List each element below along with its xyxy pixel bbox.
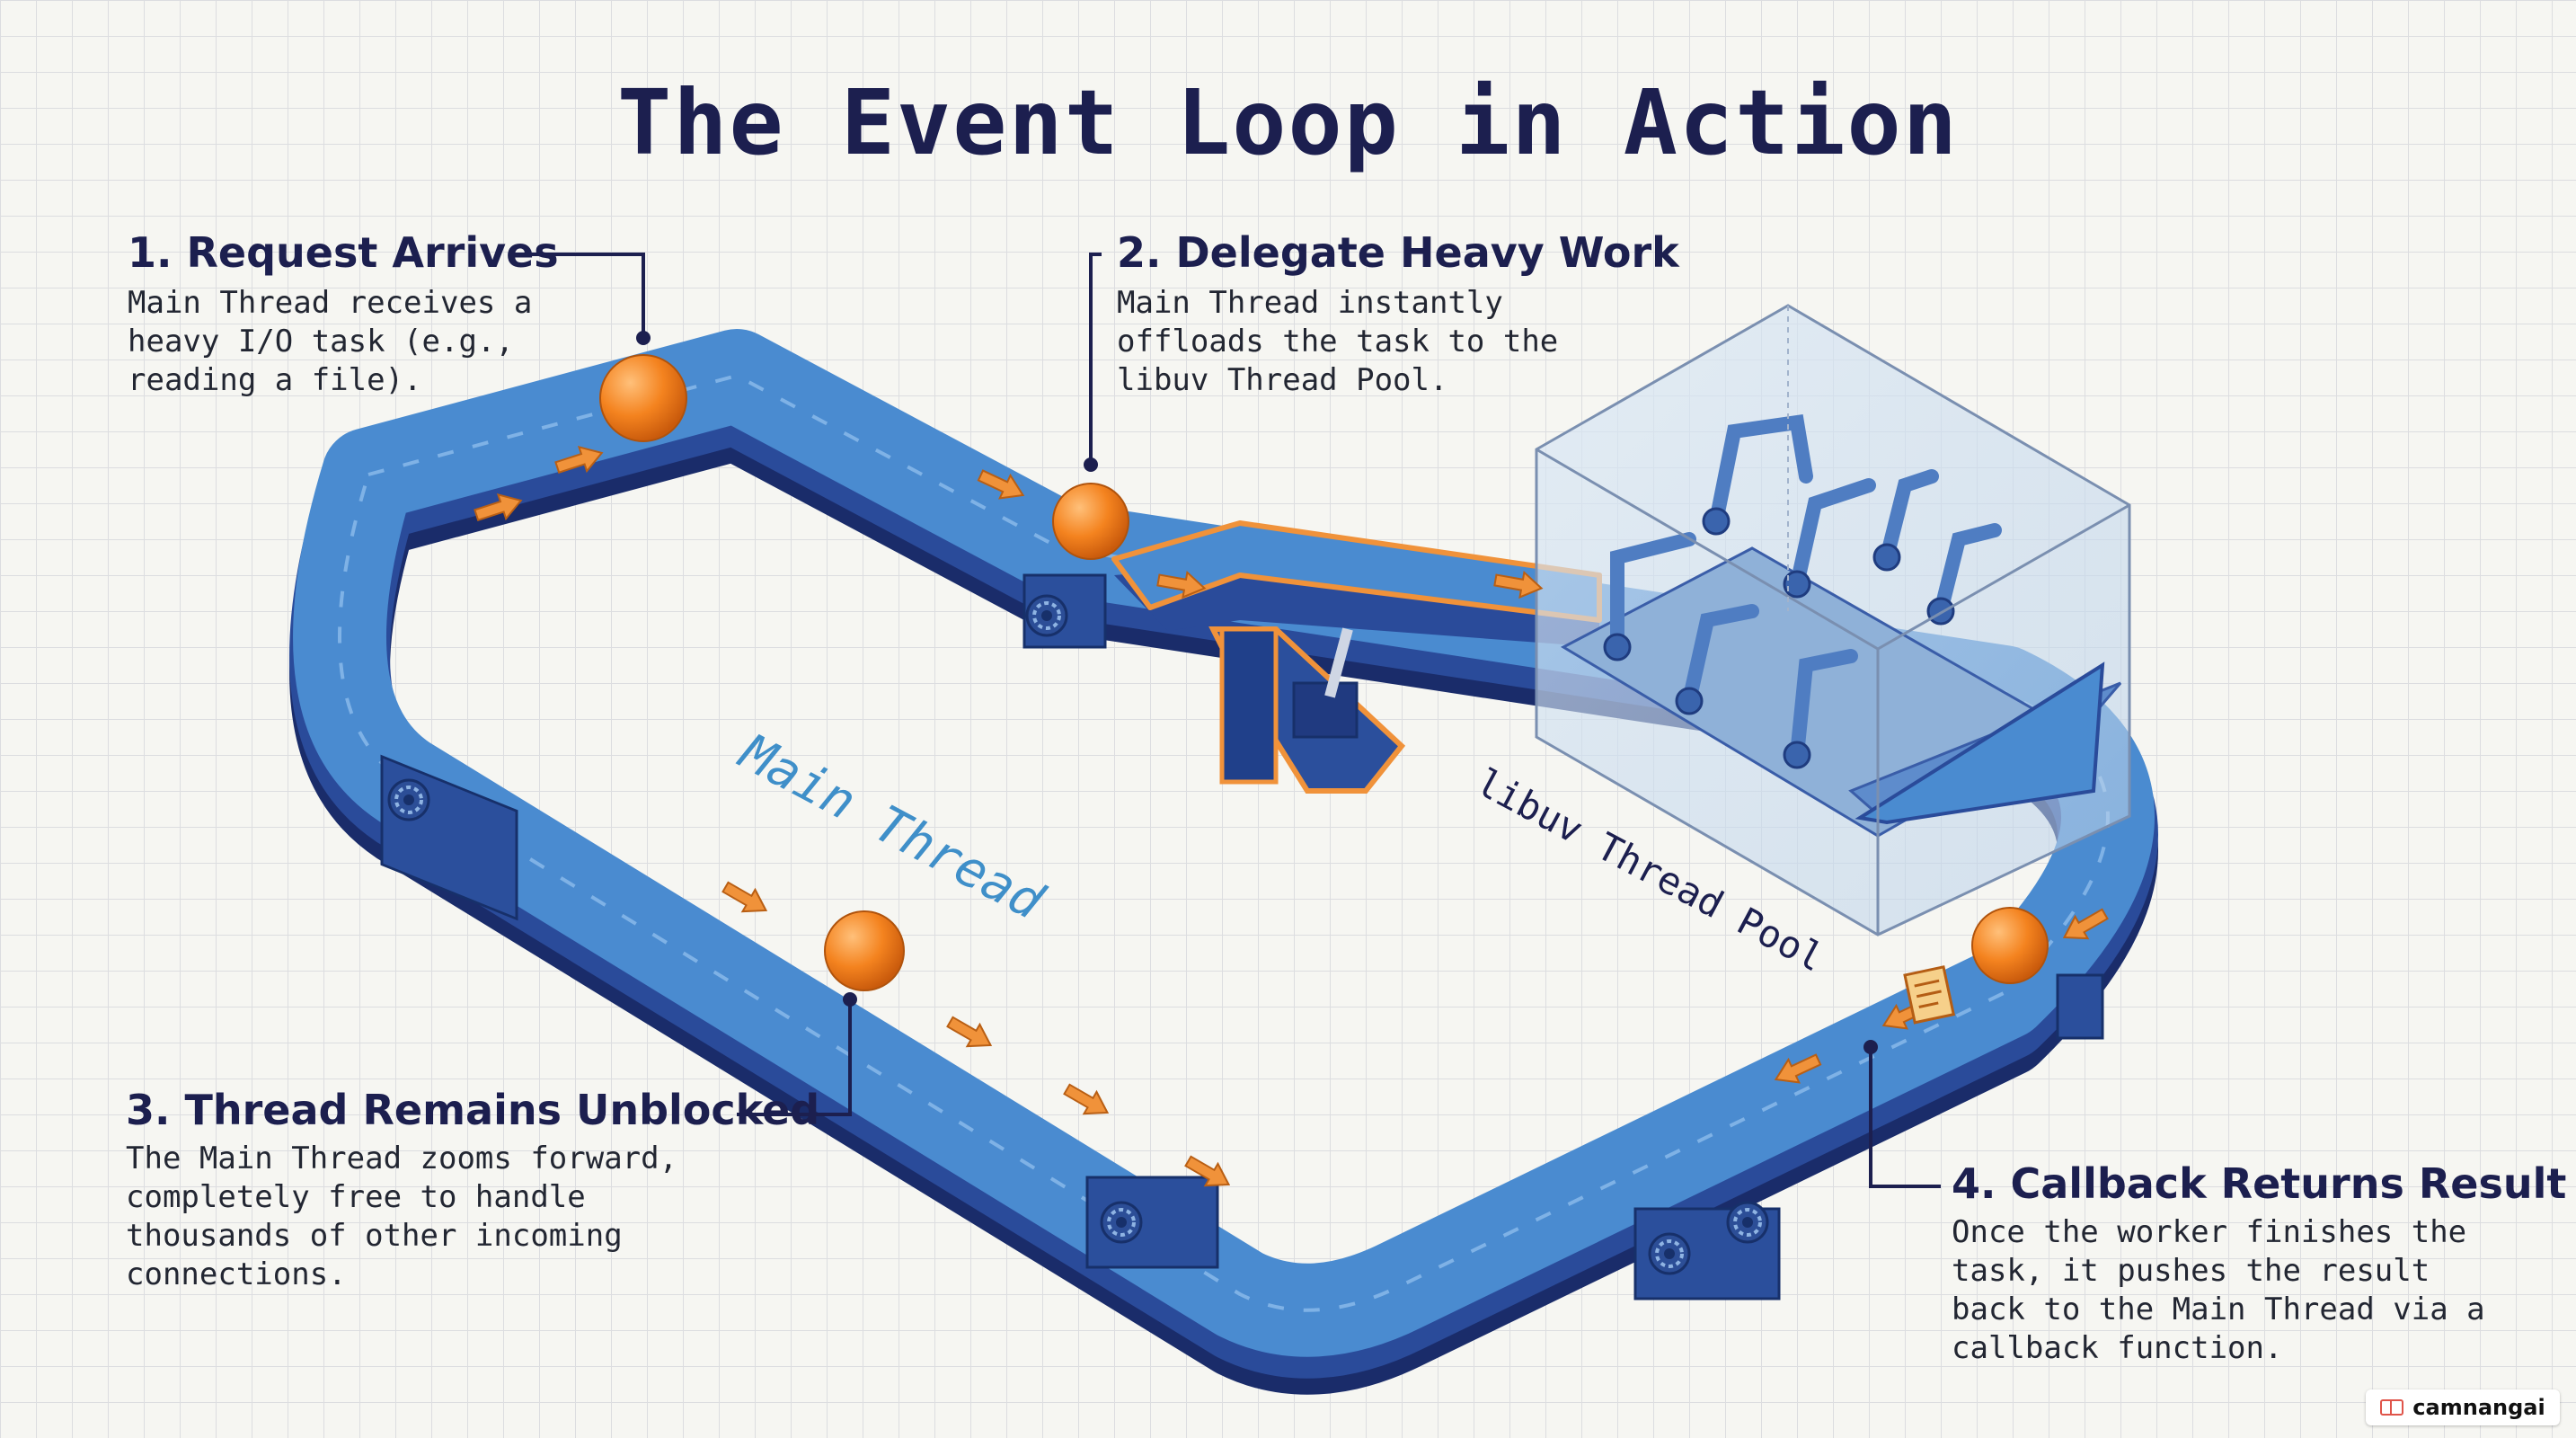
task-ball-icon <box>599 354 687 442</box>
step-3-line: The Main Thread zooms forward, <box>126 1141 678 1176</box>
thread-pool-box <box>1535 304 2131 936</box>
gift-icon <box>2380 1399 2404 1416</box>
step-3-line: thousands of other incoming <box>126 1218 623 1254</box>
direction-arrow-icon <box>1059 1077 1115 1125</box>
step-4-title: 4. Callback Returns Result <box>1952 1159 2567 1208</box>
callout-lines <box>509 253 1941 1188</box>
task-ball-icon <box>824 910 905 991</box>
step-4-line: task, it pushes the result <box>1952 1253 2430 1289</box>
task-ball-icon <box>1971 907 2049 984</box>
gear-icon <box>387 778 430 821</box>
step-3-title: 3. Thread Remains Unblocked <box>126 1086 820 1134</box>
step-1-title: 1. Request Arrives <box>128 228 559 277</box>
gear-icon <box>1025 594 1068 637</box>
delegation-ramp <box>1111 520 1602 794</box>
gear-icon <box>1726 1201 1769 1244</box>
step-4-line: back to the Main Thread via a <box>1952 1292 2485 1327</box>
step-2-line: offloads the task to the <box>1117 324 1559 360</box>
direction-arrow-icon <box>943 1009 998 1058</box>
task-ball-icon <box>1052 483 1129 560</box>
callout-line-1 <box>509 253 645 335</box>
step-2-title: 2. Delegate Heavy Work <box>1117 228 1679 277</box>
callout-line-4 <box>1869 1047 1941 1188</box>
step-2-line: Main Thread instantly <box>1117 285 1503 321</box>
step-4-description: Once the worker finishes the task, it pu… <box>1952 1213 2485 1368</box>
step-1-line: Main Thread receives a <box>128 285 533 321</box>
step-1-description: Main Thread receives a heavy I/O task (e… <box>128 284 532 400</box>
direction-arrow-icon <box>718 874 774 923</box>
watermark-badge[interactable]: camnangai <box>2366 1389 2560 1425</box>
step-3-line: completely free to handle <box>126 1179 586 1215</box>
gear-icon <box>1100 1201 1143 1244</box>
robot-arm-icon <box>1610 413 2002 762</box>
main-thread-label: Main Thread <box>730 723 1054 932</box>
step-1-line: reading a file). <box>128 362 422 398</box>
step-3-description: The Main Thread zooms forward, completel… <box>126 1140 677 1294</box>
step-4-line: callback function. <box>1952 1330 2283 1366</box>
gear-icon <box>1648 1232 1691 1275</box>
step-2-description: Main Thread instantly offloads the task … <box>1117 284 1558 400</box>
step-1-line: heavy I/O task (e.g., <box>128 324 514 360</box>
page-title: The Event Loop in Action <box>617 70 1959 175</box>
step-2-line: libuv Thread Pool. <box>1117 362 1448 398</box>
callout-line-3 <box>737 998 852 1116</box>
task-balls <box>599 354 2049 991</box>
watermark-text: camnangai <box>2412 1395 2545 1420</box>
step-3-line: connections. <box>126 1256 347 1292</box>
step-4-line: Once the worker finishes the <box>1952 1214 2467 1250</box>
conveyor-machinery <box>380 573 2104 1300</box>
callout-line-2 <box>1089 253 1102 466</box>
document-icon <box>1903 965 1956 1025</box>
